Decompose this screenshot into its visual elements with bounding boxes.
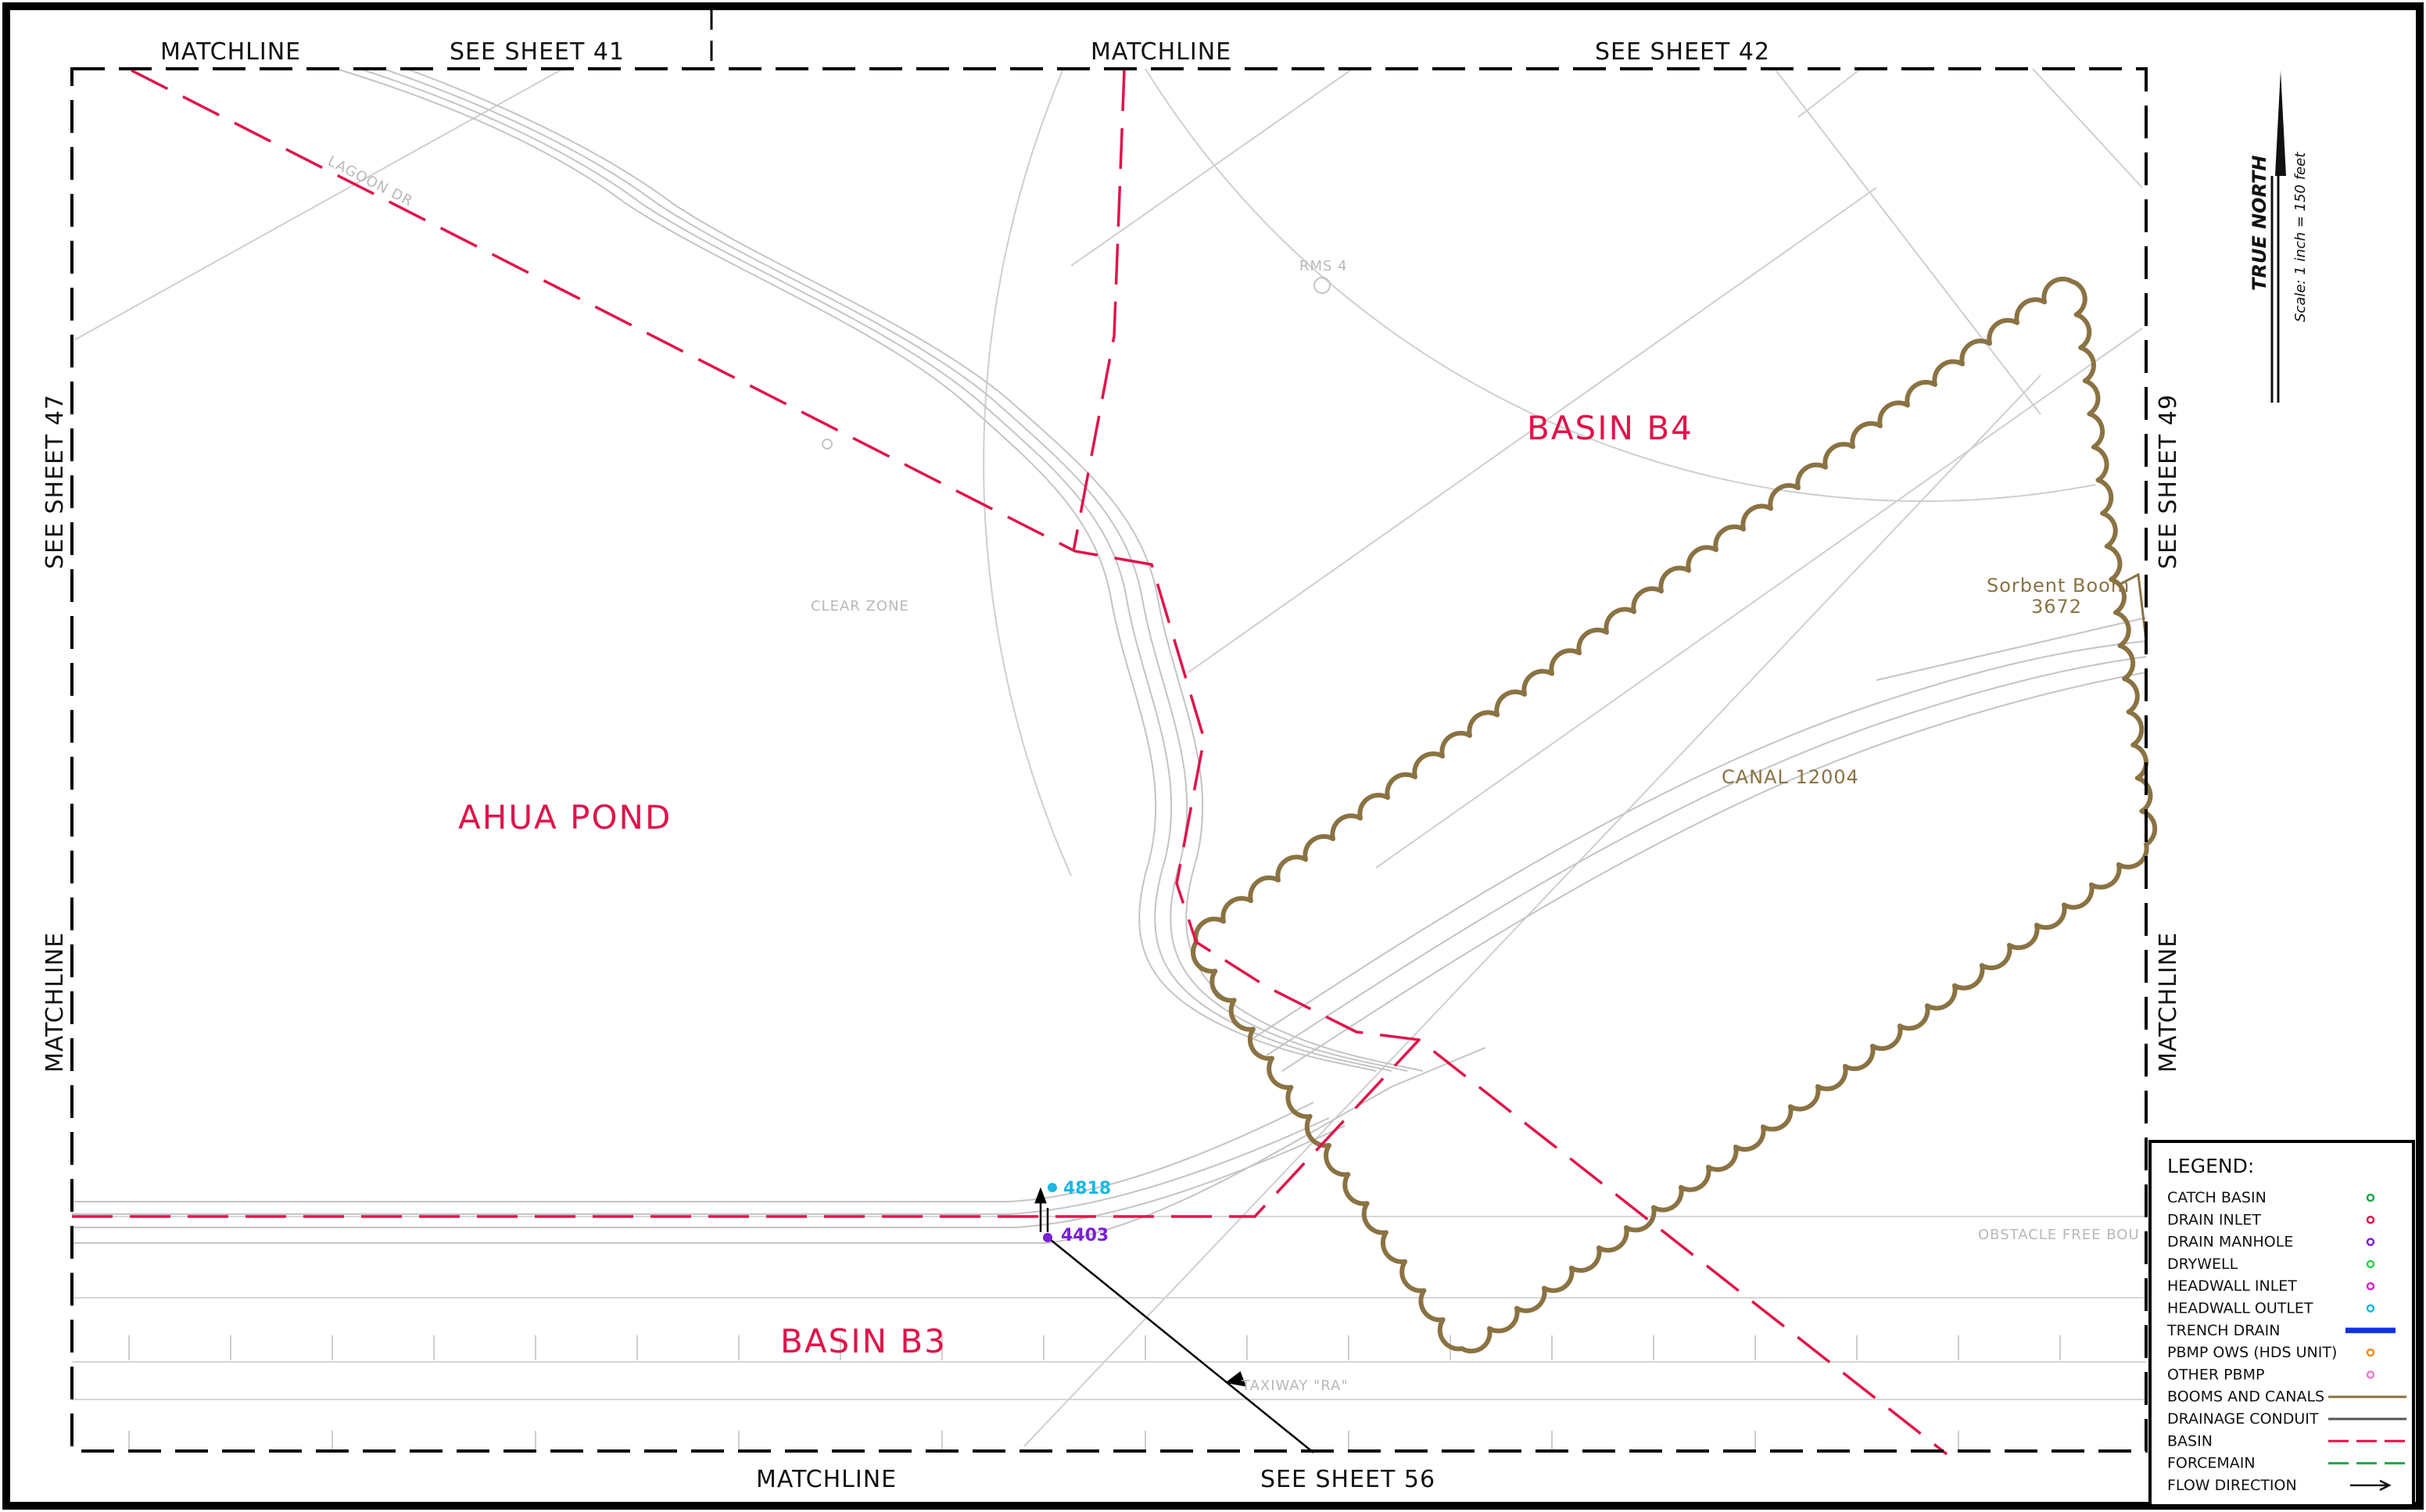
see-sheet-top-right[interactable]: SEE SHEET 42 — [1595, 38, 1770, 66]
drain-manhole-point[interactable] — [1043, 1233, 1052, 1242]
legend-symbol-icon — [2366, 1304, 2375, 1313]
rms-label: RMS 4 — [1299, 258, 1348, 274]
legend-item-label: BASIN — [2167, 1432, 2213, 1449]
legend: LEGEND: CATCH BASIN DRAIN INLET DRAIN MANH… — [2148, 1140, 2415, 1507]
basin-boundary-lines — [72, 69, 1948, 1456]
basin-b4-label: BASIN B4 — [1527, 409, 1693, 447]
legend-item-label: PBMP OWS (HDS UNIT) — [2167, 1344, 2337, 1361]
drainage-conduit-channel — [72, 68, 2147, 1244]
headwall-outlet-point[interactable] — [1048, 1183, 1057, 1192]
legend-item-label: TRENCH DRAIN — [2166, 1322, 2281, 1339]
legend-symbol-icon — [2366, 1259, 2375, 1269]
legend-title: LEGEND: — [2167, 1155, 2254, 1177]
legend-symbol-icon — [2366, 1370, 2375, 1379]
scale-label: Scale: 1 inch = 150 feet — [2292, 152, 2309, 322]
sorbent-boom-id: 3672 — [2031, 596, 2082, 618]
matchline-left: MATCHLINE — [41, 932, 69, 1073]
background-linework — [72, 68, 2146, 1447]
see-sheet-right[interactable]: SEE SHEET 49 — [2155, 394, 2182, 569]
sorbent-boom-leader — [2118, 572, 2148, 642]
canal-label: CANAL 12004 — [1722, 766, 1859, 788]
legend-item-label: DRAIN INLET — [2167, 1211, 2261, 1228]
legend-symbol-icon — [2366, 1216, 2375, 1224]
legend-item-label: DRAIN MANHOLE — [2167, 1234, 2293, 1251]
legend-symbol-icon — [2366, 1193, 2375, 1202]
matchline-top-left: MATCHLINE — [160, 38, 301, 66]
legend-item-label: BOOMS AND CANALS — [2167, 1388, 2324, 1406]
legend-symbol-icon — [2366, 1238, 2375, 1246]
basin-b3-label: BASIN B3 — [780, 1322, 947, 1360]
legend-symbol-icon — [2366, 1348, 2375, 1357]
survey-point-icon — [822, 439, 833, 450]
obstacle-free-label: OBSTACLE FREE BOU — [1978, 1227, 2140, 1243]
legend-item-label: CATCH BASIN — [2167, 1189, 2267, 1206]
matchline-right: MATCHLINE — [2155, 932, 2182, 1073]
legend-box — [2148, 1140, 2415, 1507]
booms-and-canals-outline[interactable] — [1191, 276, 2158, 1354]
drain-manhole-id: 4403 — [1061, 1226, 1109, 1245]
taxiway-ticks — [128, 1335, 2061, 1453]
rms-marker-icon[interactable] — [1313, 277, 1331, 294]
legend-item-label: DRYWELL — [2167, 1256, 2238, 1273]
legend-item-label: DRAINAGE CONDUIT — [2167, 1410, 2319, 1428]
matchline-frame — [70, 67, 2148, 1453]
see-sheet-bottom[interactable]: SEE SHEET 56 — [1260, 1466, 1435, 1493]
legend-symbol-icon — [2350, 1479, 2392, 1492]
legend-item-label: FORCEMAIN — [2167, 1455, 2256, 1472]
flow-direction-arrows — [1034, 1187, 1314, 1453]
legend-item-label: HEADWALL INLET — [2167, 1277, 2297, 1295]
see-sheet-top-left[interactable]: SEE SHEET 41 — [450, 38, 625, 66]
matchline-bottom: MATCHLINE — [756, 1466, 897, 1493]
ahua-pond-label: AHUA POND — [458, 798, 672, 837]
legend-symbol-icon — [2366, 1281, 2375, 1291]
clear-zone-label: CLEAR ZONE — [811, 598, 909, 614]
legend-item-label: HEADWALL OUTLET — [2167, 1300, 2313, 1317]
legend-item-label: OTHER PBMP — [2167, 1366, 2264, 1383]
legend-item-label: FLOW DIRECTION — [2167, 1477, 2297, 1494]
sorbent-boom-label: Sorbent Boom — [1987, 575, 2130, 597]
taxiway-label: TAXIWAY "RA" — [1241, 1378, 1349, 1394]
headwall-outlet-id: 4818 — [1063, 1179, 1111, 1198]
see-sheet-left[interactable]: SEE SHEET 47 — [41, 394, 69, 569]
north-arrow-icon — [2275, 70, 2286, 176]
north-arrow: TRUE NORTH Scale: 1 inch = 150 feet — [2249, 70, 2309, 403]
true-north-label: TRUE NORTH — [2249, 156, 2270, 291]
road-name-label: LAGOON DR — [325, 153, 416, 210]
matchline-top-right: MATCHLINE — [1091, 38, 1231, 66]
legend-items: CATCH BASIN DRAIN INLET DRAIN MANHOLE DRYWE… — [2166, 1189, 2406, 1494]
